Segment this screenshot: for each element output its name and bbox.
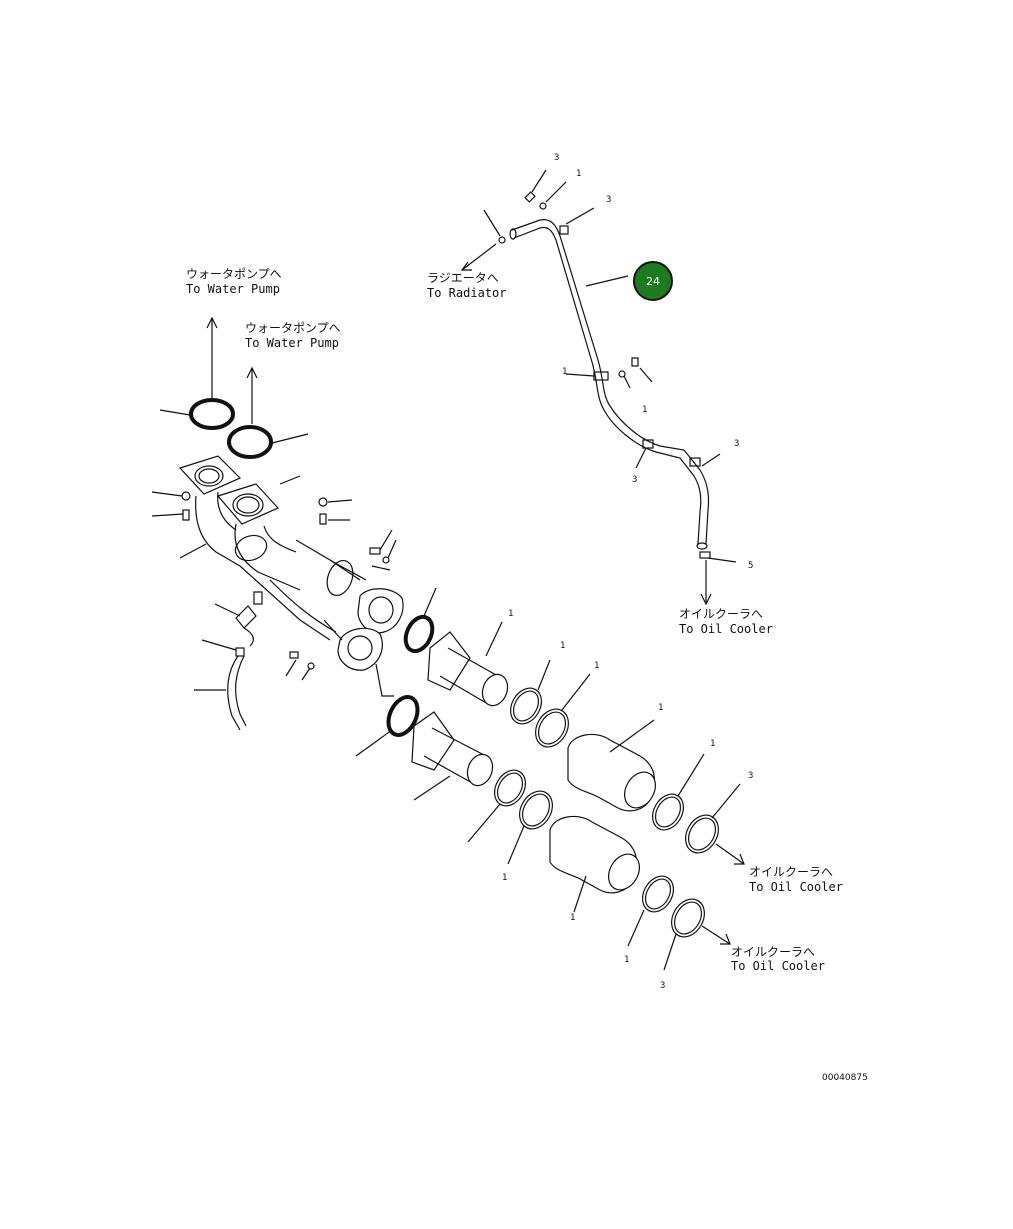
hose-clamp-4b [663,898,705,971]
hose-clamp-1a [509,659,551,725]
part-number: 1 [642,405,647,415]
part-number: 1 [576,169,581,179]
label-oil-cooler-1-jp: オイルクーラへ [679,607,763,621]
leader-line [355,729,393,757]
water-pump-arrow-1 [206,316,218,398]
label-oil-cooler-3-en: To Oil Cooler [731,959,825,973]
oil-cooler-arrow-1 [700,560,712,606]
hose-1 [567,719,657,812]
part-number: 3 [660,981,665,991]
hose-clamp-2b [507,790,553,865]
water-manifold [178,455,404,671]
bolt-set-right [179,475,353,559]
hose-clamp-3a [651,753,705,831]
part-number: 1 [710,739,715,749]
part-number: 1 [562,367,567,377]
label-water-pump-2-jp: ウォータポンプへ [245,321,341,335]
part-number: 3 [632,475,637,485]
leader-line [159,409,191,416]
pipe-bolts-mid [565,357,737,563]
bolt-set-left [151,491,191,521]
part-number: 1 [658,703,663,713]
connector-tube-2 [411,711,494,801]
label-radiator-jp: ラジエータへ [427,271,499,285]
callout-badge-24[interactable]: 24 [633,261,673,301]
label-oil-cooler-2-jp: オイルクーラへ [749,865,833,879]
water-pump-arrow-2 [246,366,258,424]
part-number: 3 [748,771,753,781]
drawing-code: 00040875 [822,1073,868,1083]
pipe-bolts-top [483,169,595,244]
part-number: 3 [554,153,559,163]
hose-clamp-4a [627,875,675,947]
oil-cooler-arrow-3 [701,925,731,945]
part-number: 3 [606,195,611,205]
hose-2 [549,815,641,913]
connector-tube-1 [427,621,509,707]
o-ring-water-pump-1 [189,398,235,430]
radiator-arrow [460,243,497,271]
leader-line [271,433,309,444]
label-water-pump-1-en: To Water Pump [186,282,280,296]
radiator-pipe [509,219,710,550]
label-radiator-en: To Radiator [427,286,506,300]
label-oil-cooler-2-en: To Oil Cooler [749,880,843,894]
hose-clamp-3b [685,783,741,854]
badge-number: 24 [646,275,660,288]
small-pipe-assembly [194,591,263,731]
label-oil-cooler-1-en: To Oil Cooler [679,622,773,636]
part-number: 1 [594,661,599,671]
part-number: 3 [734,439,739,449]
part-number: 5 [748,561,753,571]
part-number: 1 [560,641,565,651]
part-number: 1 [624,955,629,965]
leader-line [375,663,394,697]
gasket-2 [386,695,420,737]
part-number: 1 [570,913,575,923]
part-number: 1 [508,609,513,619]
leader-line [423,587,437,617]
label-water-pump-1-jp: ウォータポンプへ [186,267,282,281]
gasket-1 [403,614,435,654]
hose-clamp-2a [467,769,527,843]
label-oil-cooler-3-jp: オイルクーラへ [731,945,815,959]
bolt-set-center [285,529,397,681]
badge-circle[interactable] [633,261,673,301]
hose-clamp-1b [535,673,591,748]
oil-cooler-arrow-2 [715,843,745,865]
part-number: 1 [502,873,507,883]
label-water-pump-2-en: To Water Pump [245,336,339,350]
o-ring-water-pump-2 [227,425,273,459]
